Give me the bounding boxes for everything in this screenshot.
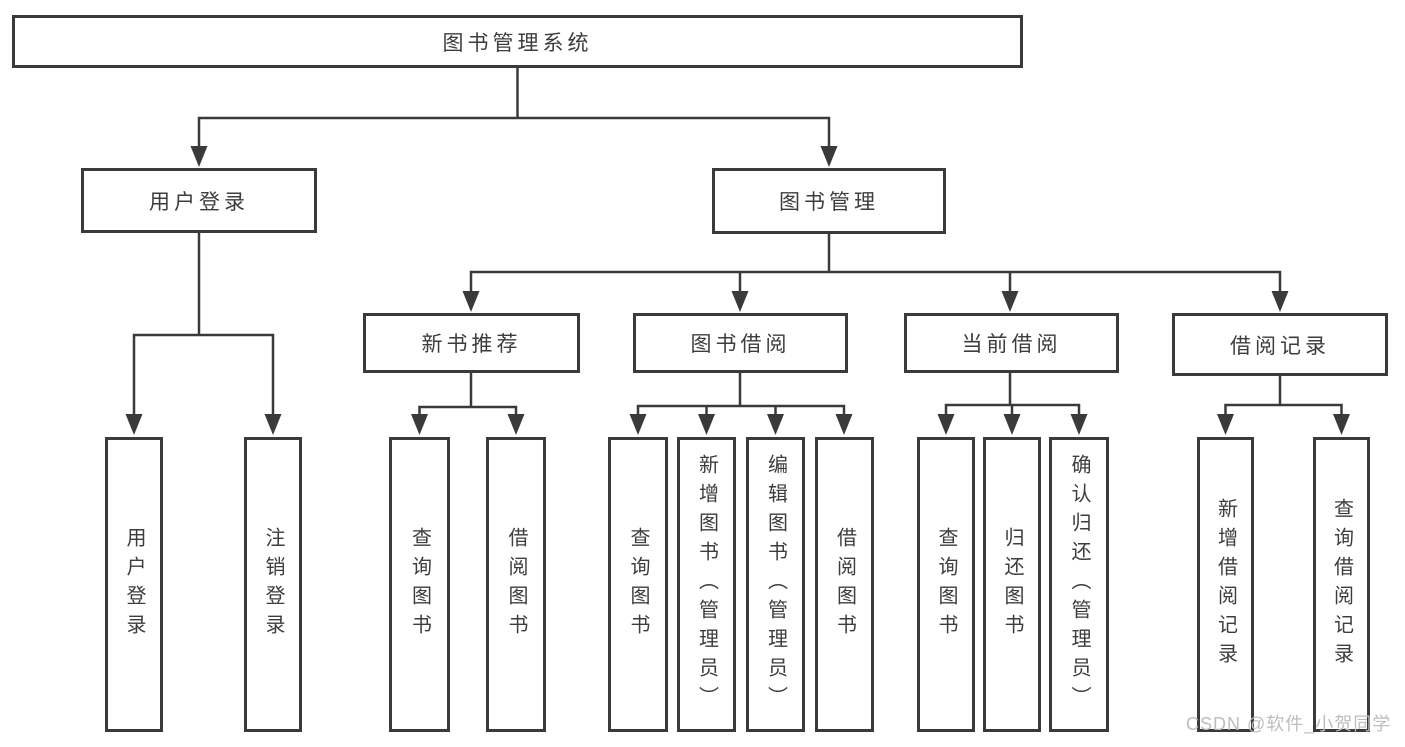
leaf-return-books-label: 归还图书 bbox=[1001, 526, 1023, 643]
arrowhead-down-icon bbox=[937, 414, 955, 435]
node-current-borrowing: 当前借阅 bbox=[904, 313, 1119, 373]
arrowhead-down-icon bbox=[462, 291, 480, 312]
arrowhead-down-icon bbox=[411, 414, 428, 435]
leaf-logout-label: 注销登录 bbox=[262, 526, 284, 643]
node-borrow-records: 借阅记录 bbox=[1172, 313, 1388, 376]
node-book-management-label: 图书管理 bbox=[779, 191, 879, 214]
arrowhead-down-icon bbox=[1333, 414, 1350, 435]
arrowhead-down-icon bbox=[264, 414, 282, 435]
node-book-borrowing: 图书借阅 bbox=[633, 313, 848, 373]
leaf-confirm-return-admin: 确认归还（管理员） bbox=[1049, 437, 1109, 732]
watermark: CSDN @软件_小贺同学 bbox=[1186, 714, 1392, 734]
leaf-add-books-admin: 新增图书（管理员） bbox=[677, 437, 736, 732]
leaf-confirm-return-admin-label: 确认归还（管理员） bbox=[1068, 454, 1090, 715]
node-user-login-branch-label: 用户登录 bbox=[149, 190, 249, 214]
leaf-query-borrow-record-label: 查询借阅记录 bbox=[1330, 497, 1353, 672]
leaf-add-borrow-record-label: 新增借阅记录 bbox=[1214, 497, 1237, 672]
arrowhead-down-icon bbox=[767, 414, 784, 435]
arrowhead-down-icon bbox=[731, 291, 749, 312]
arrowhead-down-icon bbox=[1003, 414, 1021, 435]
leaf-user-login: 用户登录 bbox=[105, 437, 163, 732]
arrowhead-down-icon bbox=[698, 414, 715, 435]
arrowhead-down-icon bbox=[1070, 414, 1088, 435]
leaf-recommend-query-books-label: 查询图书 bbox=[408, 526, 431, 643]
leaf-edit-books-admin-label: 编辑图书（管理员） bbox=[764, 454, 787, 715]
leaf-recommend-borrow-books-label: 借阅图书 bbox=[505, 526, 527, 643]
node-book-management: 图书管理 bbox=[712, 168, 946, 234]
arrowhead-down-icon bbox=[820, 146, 838, 167]
leaf-recommend-query-books: 查询图书 bbox=[389, 437, 450, 732]
arrowhead-down-icon bbox=[190, 146, 208, 167]
leaf-current-query-books-label: 查询图书 bbox=[935, 526, 957, 643]
node-borrow-records-label: 借阅记录 bbox=[1230, 334, 1330, 358]
node-library-system: 图书管理系统 bbox=[12, 15, 1023, 68]
node-current-borrowing-label: 当前借阅 bbox=[961, 333, 1062, 356]
arrowhead-down-icon bbox=[1001, 291, 1019, 312]
arrowhead-down-icon bbox=[835, 414, 853, 435]
leaf-user-login-label: 用户登录 bbox=[123, 526, 145, 643]
leaf-borrowing-query-books: 查询图书 bbox=[608, 437, 668, 732]
leaf-add-books-admin-label: 新增图书（管理员） bbox=[695, 454, 718, 715]
leaf-query-borrow-record: 查询借阅记录 bbox=[1313, 437, 1370, 732]
node-user-login-branch: 用户登录 bbox=[81, 168, 317, 233]
arrowhead-down-icon bbox=[629, 414, 647, 435]
leaf-current-query-books: 查询图书 bbox=[917, 437, 975, 732]
node-new-book-recommend-label: 新书推荐 bbox=[421, 333, 522, 356]
leaf-recommend-borrow-books: 借阅图书 bbox=[486, 437, 546, 732]
leaf-logout: 注销登录 bbox=[244, 437, 302, 732]
node-library-system-label: 图书管理系统 bbox=[442, 31, 593, 55]
leaf-edit-books-admin: 编辑图书（管理员） bbox=[746, 437, 805, 732]
arrowhead-down-icon bbox=[1271, 291, 1289, 312]
node-book-borrowing-label: 图书借阅 bbox=[690, 333, 791, 356]
leaf-return-books: 归还图书 bbox=[983, 437, 1041, 732]
leaf-borrowing-borrow-books-label: 借阅图书 bbox=[833, 526, 856, 643]
arrowhead-down-icon bbox=[1217, 414, 1234, 435]
leaf-borrowing-query-books-label: 查询图书 bbox=[627, 526, 649, 643]
leaf-borrowing-borrow-books: 借阅图书 bbox=[815, 437, 874, 732]
leaf-add-borrow-record: 新增借阅记录 bbox=[1197, 437, 1254, 732]
node-new-book-recommend: 新书推荐 bbox=[363, 313, 580, 373]
arrowhead-down-icon bbox=[125, 414, 143, 435]
arrowhead-down-icon bbox=[507, 414, 525, 435]
